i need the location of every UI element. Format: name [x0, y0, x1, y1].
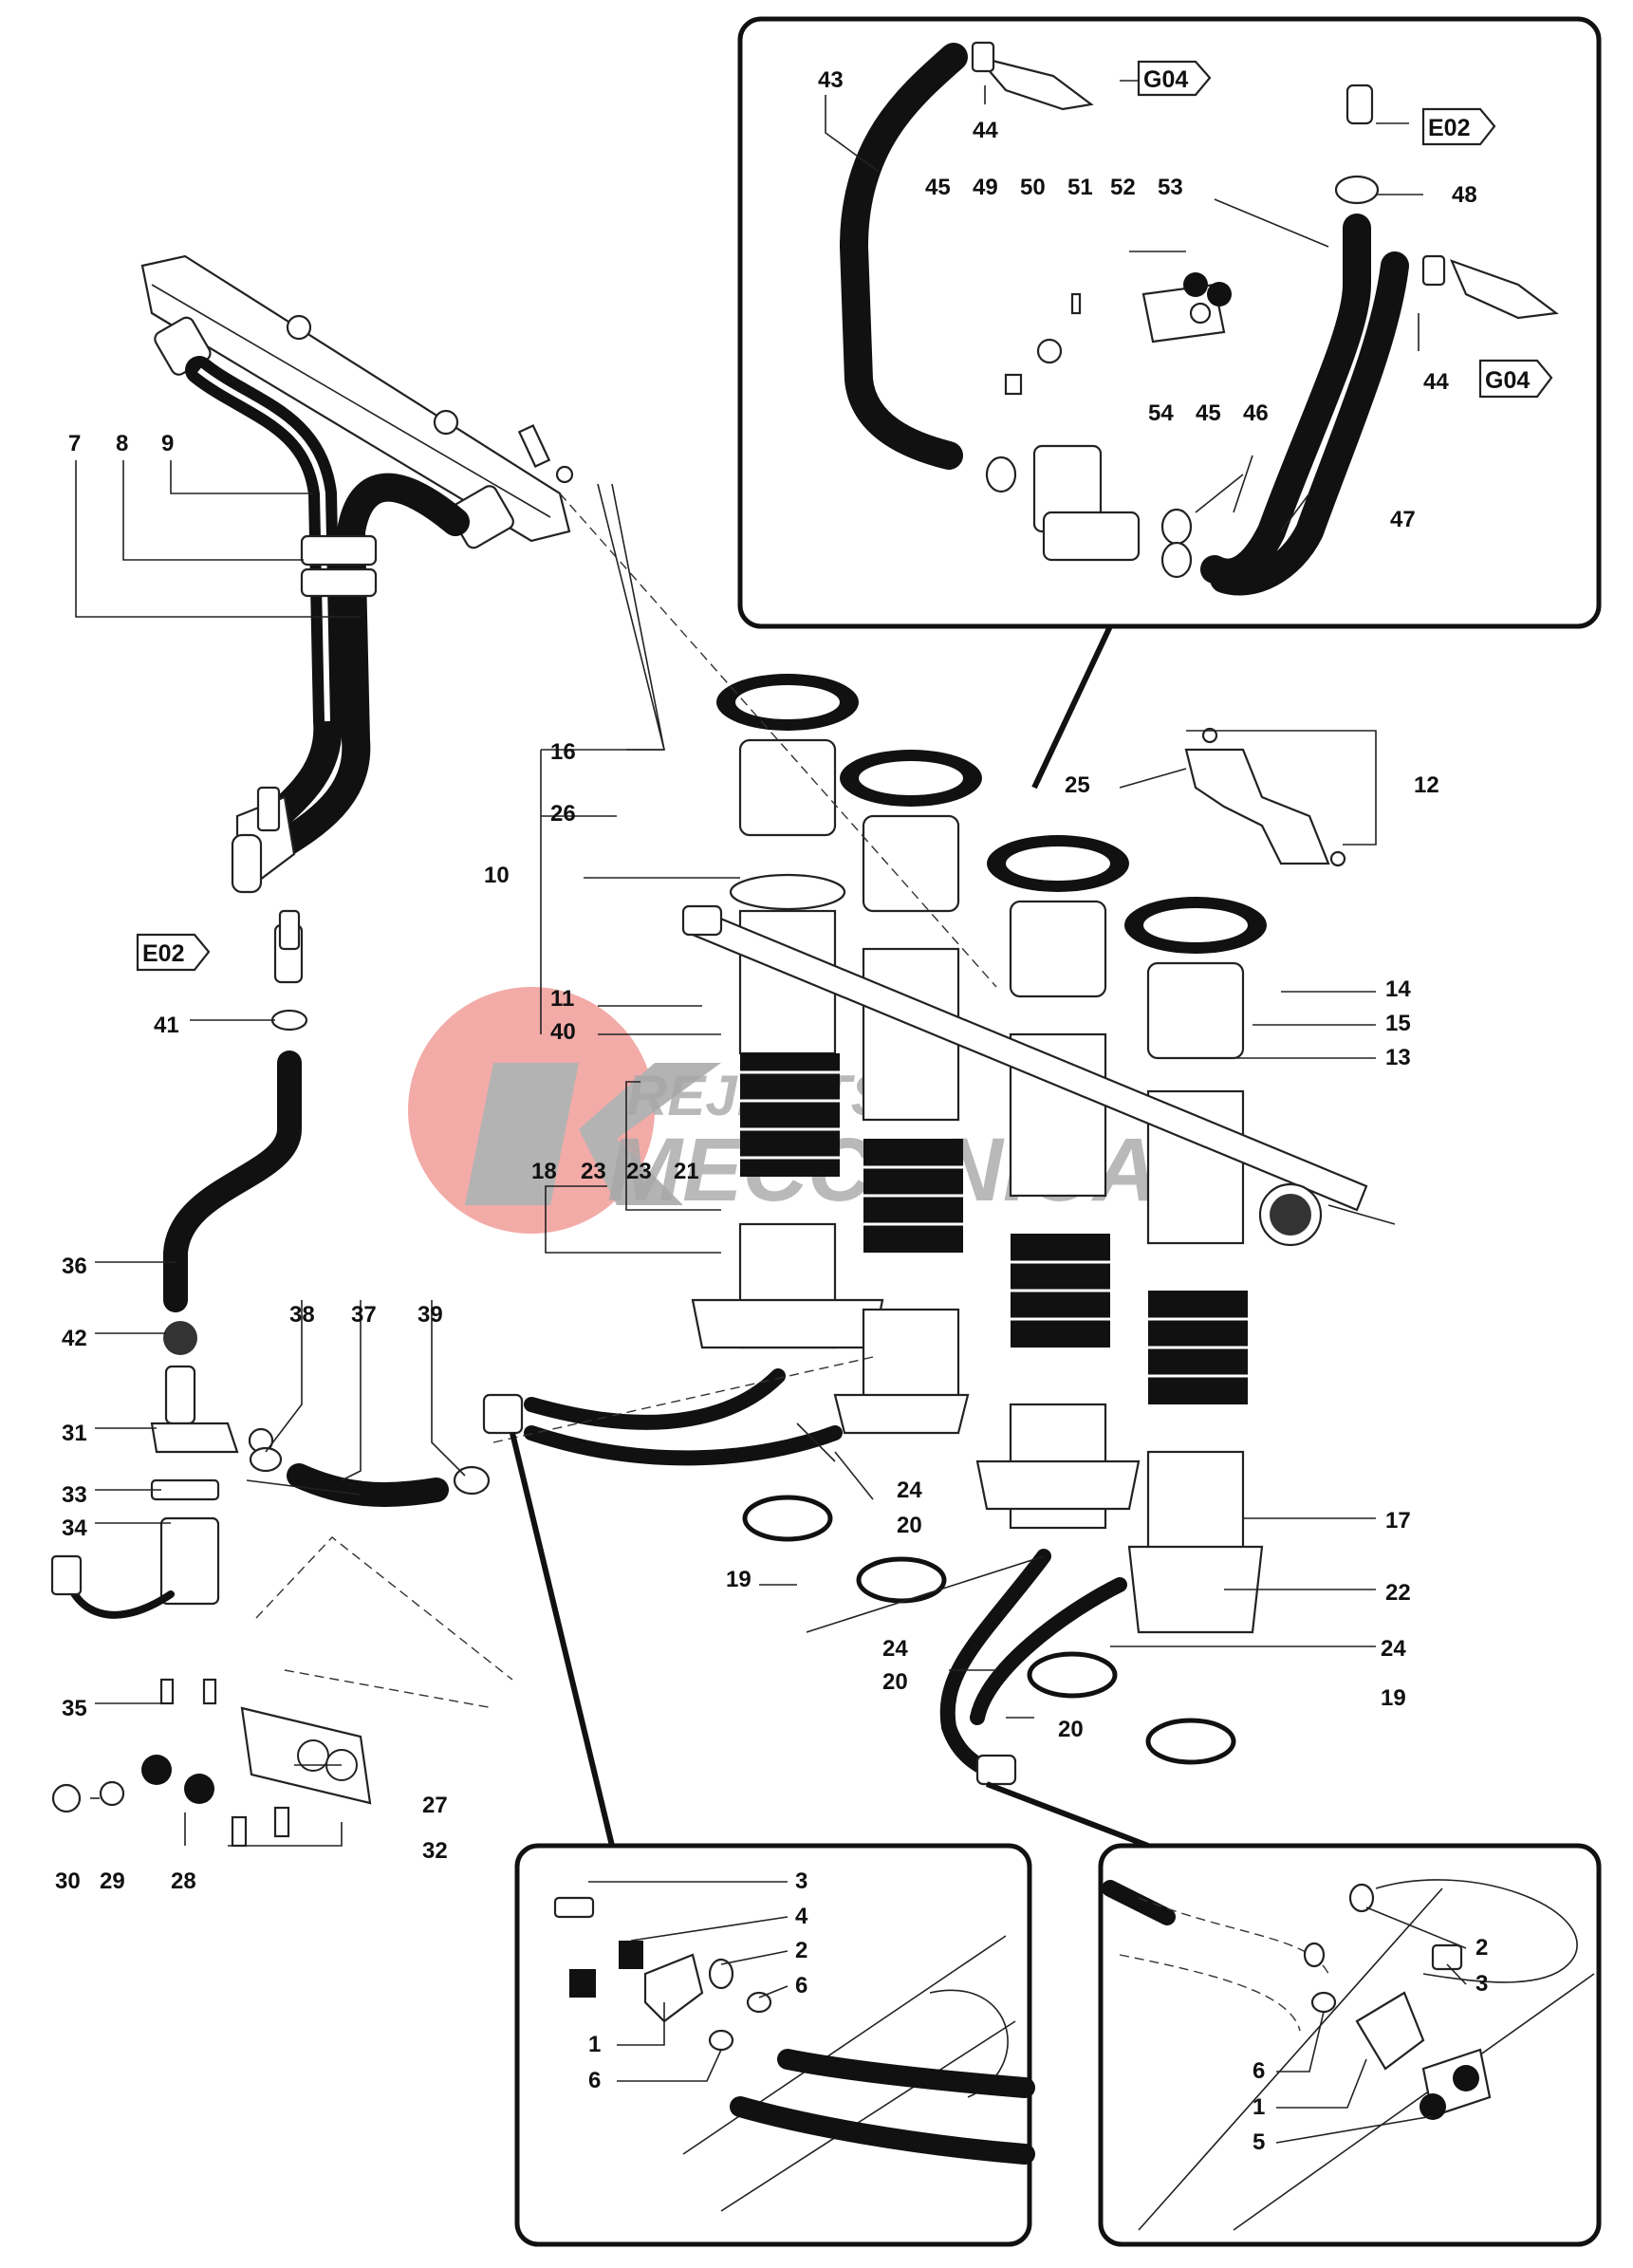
label-20a: 20 [897, 1513, 922, 1538]
label-19a: 19 [726, 1567, 752, 1592]
label-24b: 24 [882, 1636, 908, 1662]
label-23b: 23 [626, 1159, 652, 1184]
label-31: 31 [62, 1421, 87, 1446]
ref-g04-bottom: G04 [1478, 359, 1553, 399]
label-36: 36 [62, 1254, 87, 1279]
lower-left-parts [51, 1536, 513, 1848]
label-2b: 2 [1475, 1935, 1488, 1961]
fuel-hoses-7-9 [185, 356, 470, 894]
label-4: 4 [795, 1904, 808, 1929]
ref-g04-bottom-text: G04 [1485, 367, 1530, 394]
bracket-12 [1184, 727, 1346, 867]
label-18: 18 [531, 1159, 557, 1184]
label-34: 34 [62, 1515, 87, 1541]
label-21: 21 [674, 1159, 699, 1184]
label-49: 49 [973, 175, 998, 200]
label-1b: 1 [1253, 2094, 1265, 2120]
label-6b: 6 [588, 2068, 601, 2093]
label-50: 50 [1020, 175, 1046, 200]
fuel-rail [140, 254, 574, 549]
label-54: 54 [1148, 400, 1174, 426]
label-8: 8 [116, 431, 128, 456]
label-25: 25 [1065, 772, 1090, 798]
leader-lines [75, 80, 1423, 1847]
label-46: 46 [1243, 400, 1269, 426]
label-48: 48 [1452, 182, 1477, 208]
label-5: 5 [1253, 2129, 1265, 2155]
inset-leader-lines [588, 1881, 1467, 2144]
label-45a: 45 [925, 175, 951, 200]
label-23a: 23 [581, 1159, 606, 1184]
label-20c: 20 [1058, 1717, 1084, 1742]
inset-box-top [737, 16, 1602, 790]
label-47: 47 [1390, 507, 1416, 532]
ref-e02-top-text: E02 [1428, 115, 1470, 141]
label-32: 32 [422, 1838, 448, 1864]
label-41: 41 [154, 1013, 179, 1038]
ref-e02-left: E02 [136, 933, 211, 972]
label-2a: 2 [795, 1938, 807, 1963]
label-52: 52 [1110, 175, 1136, 200]
label-51: 51 [1067, 175, 1093, 200]
label-24c: 24 [1381, 1636, 1406, 1662]
label-19b: 19 [1381, 1685, 1406, 1711]
label-6c: 6 [1253, 2058, 1265, 2084]
label-6a: 6 [795, 1973, 807, 1998]
part-number-labels: 7 8 9 16 26 10 11 40 12 25 14 15 13 18 2… [55, 67, 1488, 2155]
label-53: 53 [1158, 175, 1183, 200]
left-e02-parts [278, 909, 301, 951]
label-16: 16 [550, 739, 576, 765]
ref-g04-top: G04 [1137, 60, 1212, 97]
ref-g04-top-text: G04 [1143, 66, 1188, 93]
label-37: 37 [351, 1302, 377, 1328]
label-40: 40 [550, 1019, 576, 1045]
label-45b: 45 [1196, 400, 1221, 426]
label-1a: 1 [588, 2032, 601, 2057]
label-43: 43 [818, 67, 844, 93]
vacuum-hoses-20 [482, 1368, 1127, 1786]
inset-box-bottom-right [985, 1781, 1602, 2247]
label-35: 35 [62, 1696, 87, 1721]
label-22: 22 [1385, 1580, 1411, 1606]
label-9: 9 [161, 431, 174, 456]
label-29: 29 [100, 1868, 125, 1894]
label-10: 10 [484, 863, 510, 888]
label-13: 13 [1385, 1045, 1411, 1070]
label-3b: 3 [1475, 1971, 1488, 1997]
label-7: 7 [68, 431, 81, 456]
label-24a: 24 [897, 1478, 922, 1503]
label-44b: 44 [1423, 369, 1449, 395]
ref-e02-left-text: E02 [142, 940, 184, 967]
label-33: 33 [62, 1482, 87, 1508]
label-28: 28 [171, 1868, 196, 1894]
label-26: 26 [550, 801, 576, 827]
label-44a: 44 [973, 118, 998, 143]
label-15: 15 [1385, 1011, 1411, 1036]
label-14: 14 [1385, 976, 1411, 1002]
o-rings-19 [742, 1495, 1236, 1765]
inset-box-bottom-left [510, 1432, 1035, 2247]
label-42: 42 [62, 1326, 87, 1351]
label-39: 39 [418, 1302, 443, 1328]
label-38: 38 [289, 1302, 315, 1328]
label-27: 27 [422, 1793, 448, 1818]
ref-e02-top: E02 [1421, 107, 1496, 146]
label-12: 12 [1414, 772, 1439, 798]
throttle-bodies [681, 674, 1396, 1634]
label-17: 17 [1385, 1508, 1411, 1534]
label-11: 11 [550, 986, 574, 1012]
label-3a: 3 [795, 1868, 807, 1894]
label-30: 30 [55, 1868, 81, 1894]
label-20b: 20 [882, 1669, 908, 1695]
